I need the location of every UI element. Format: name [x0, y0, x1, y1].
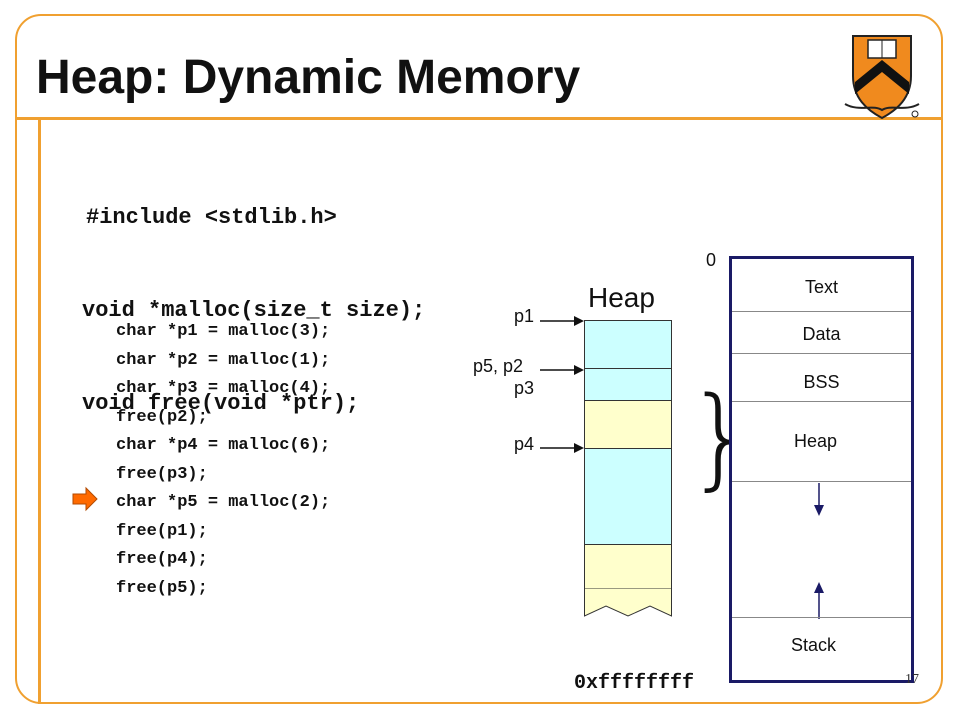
stack-growth-up-arrow-icon [814, 582, 824, 619]
code-line: char *p4 = malloc(6); [116, 436, 331, 455]
title-divider [17, 117, 941, 120]
code-line: free(p1); [116, 521, 208, 541]
pointer-label-p5-p2: p5, p2 [473, 356, 524, 376]
heap-diagram-label: Heap [588, 282, 655, 313]
heap-torn-edge [584, 588, 672, 617]
segment-text: Text [804, 277, 838, 297]
page-number: 17 [905, 672, 919, 687]
pointer-label-p3: p3 [514, 378, 535, 398]
code-line: char *p1 = malloc(3); [116, 322, 331, 341]
api-declarations: #include <stdlib.h> void *malloc(size_t … [82, 140, 425, 450]
code-line: free(p4); [116, 550, 208, 569]
code-line: char *p3 = malloc(4); [116, 379, 331, 398]
code-line: free(p3); [116, 464, 208, 484]
pointer-label-p4: p4 [514, 434, 535, 454]
code-line: free(p5); [116, 578, 208, 598]
heap-block-p1 [584, 320, 672, 369]
slide-title: Heap: Dynamic Memory [36, 51, 581, 104]
heap-block-p5 [584, 368, 672, 401]
segment-heap: Heap [793, 431, 838, 451]
process-memory-layout: Text Data BSS Heap Stack [729, 256, 914, 683]
malloc-declaration: void *malloc(size_t size); [82, 298, 426, 323]
princeton-shield-logo [844, 35, 920, 120]
segment-divider [732, 353, 911, 354]
code-line: char *p2 = malloc(1); [116, 350, 331, 370]
free-declaration: void free(void *ptr); [82, 391, 360, 416]
pointer-arrow [540, 365, 584, 375]
pointer-label-p1: p1 [514, 306, 535, 326]
address-top: 0 [706, 250, 717, 270]
include-line: #include <stdlib.h> [86, 205, 337, 230]
address-bottom: 0xffffffff [574, 672, 695, 695]
heap-block-free-tail [584, 544, 672, 592]
code-line: free(p2); [116, 407, 208, 427]
left-divider [38, 120, 41, 704]
segment-divider [732, 401, 911, 402]
slide-frame [15, 14, 943, 704]
heap-block-p4 [584, 448, 672, 545]
heap-growth-down-arrow-icon [814, 483, 824, 516]
segment-divider [732, 617, 911, 618]
segment-divider [732, 481, 911, 482]
pointer-arrow [540, 443, 584, 453]
segment-bss: BSS [803, 372, 840, 392]
segment-data: Data [802, 324, 841, 344]
code-listing: char *p1 = malloc(3); char *p2 = malloc(… [116, 318, 330, 603]
segment-divider [732, 311, 911, 312]
heap-block-free [584, 400, 672, 449]
pointer-arrow [540, 316, 584, 326]
segment-stack: Stack [790, 635, 837, 655]
code-line-current: char *p5 = malloc(2); [116, 493, 331, 512]
current-line-arrow-icon [72, 486, 98, 512]
